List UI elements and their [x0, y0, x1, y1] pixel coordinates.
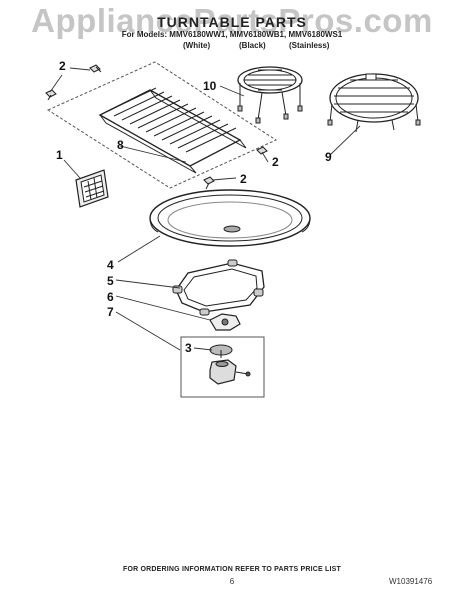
callout-8: 8 — [117, 138, 124, 152]
waveguide-cover — [75, 169, 109, 208]
callout-4: 4 — [107, 258, 114, 272]
callout-5: 5 — [107, 274, 114, 288]
turntable-tray — [149, 189, 311, 247]
callout-7: 7 — [107, 305, 114, 319]
callout-1: 1 — [56, 148, 63, 162]
tall-rack — [237, 66, 303, 124]
motor-box — [180, 336, 265, 398]
callout-2-right: 2 — [272, 155, 279, 169]
coupler — [209, 313, 241, 331]
callout-9: 9 — [325, 150, 332, 164]
variant-stainless: (Stainless) — [289, 41, 330, 50]
rack-enclosure — [46, 61, 278, 189]
page-title: TURNTABLE PARTS — [157, 14, 307, 30]
callout-6: 6 — [107, 290, 114, 304]
roller-support — [172, 259, 265, 316]
document-number: W10391476 — [389, 577, 433, 586]
variant-black: (Black) — [239, 41, 266, 50]
clip-part-2b — [45, 89, 57, 101]
low-rack — [98, 87, 247, 174]
callout-10: 10 — [203, 79, 217, 93]
motor — [209, 344, 251, 385]
models-line: For Models: MMV6180WW1, MMV6180WB1, MMV6… — [121, 30, 343, 39]
callout-3: 3 — [185, 341, 192, 355]
ordering-note: FOR ORDERING INFORMATION REFER TO PARTS … — [122, 566, 342, 573]
callout-2-top: 2 — [59, 59, 66, 73]
variant-white: (White) — [183, 41, 211, 50]
short-rack — [327, 73, 421, 133]
clip-part-2c — [256, 146, 268, 155]
leader-lines — [49, 67, 361, 351]
clip-part-2a — [89, 64, 102, 73]
watermark-logo: AppliancePartsPros.com — [31, 2, 433, 39]
clip-part-2d — [203, 176, 215, 190]
callout-2-lower: 2 — [240, 172, 247, 186]
page-number: 6 — [229, 577, 235, 586]
